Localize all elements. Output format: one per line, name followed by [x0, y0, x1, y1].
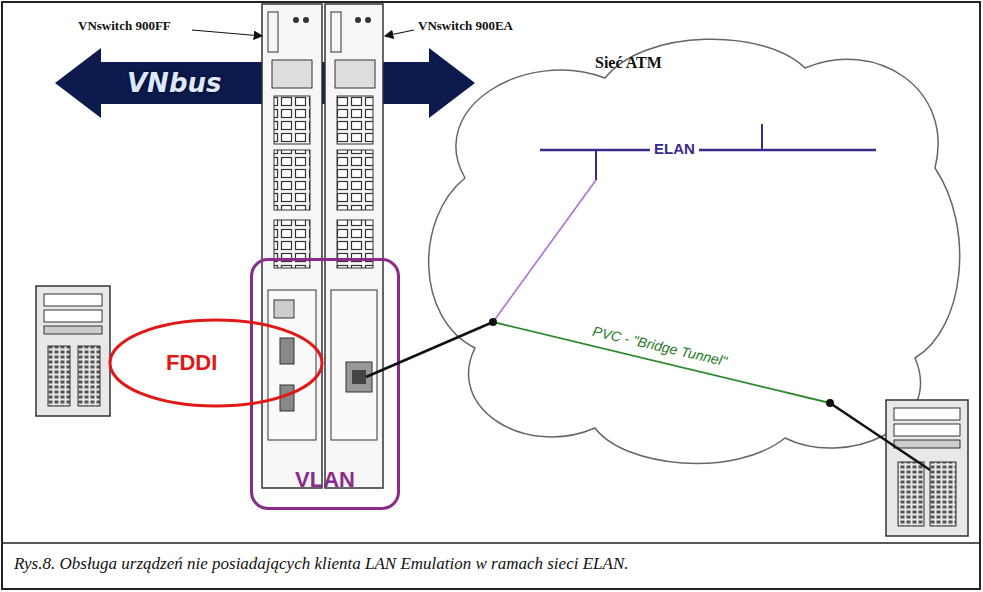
pvc-link	[493, 322, 830, 403]
atm-link	[366, 322, 493, 377]
junction-dot	[826, 399, 834, 407]
fddi-ring: FDDI	[108, 318, 324, 408]
figure-caption: Rys.8. Obsługa urządzeń nie posiadającyc…	[14, 554, 628, 574]
atm-link	[830, 403, 930, 470]
switch-chassis	[325, 4, 383, 488]
server-tower	[36, 286, 110, 416]
device-label: VNswitch 900EA	[418, 18, 513, 34]
elan-bus	[540, 149, 876, 152]
node-text: Sieć ATM	[595, 54, 662, 72]
vlan-group: VLAN	[250, 258, 400, 510]
leader-line	[385, 30, 414, 36]
elan-tap	[761, 124, 763, 150]
cloud-outline	[405, 28, 965, 468]
elan-label: ELAN	[650, 140, 699, 157]
elan-tap	[595, 150, 597, 180]
node-text: VNbus	[127, 68, 221, 98]
switch-chassis	[262, 4, 322, 488]
device-label: VNswitch 900FF	[78, 18, 171, 34]
junction-dot	[489, 318, 497, 326]
node-text: VLAN	[295, 467, 355, 493]
atm-cloud: Sieć ATM	[405, 28, 965, 468]
lane-link	[493, 180, 596, 322]
leader-line	[192, 30, 262, 36]
node-text: FDDI	[166, 350, 217, 376]
